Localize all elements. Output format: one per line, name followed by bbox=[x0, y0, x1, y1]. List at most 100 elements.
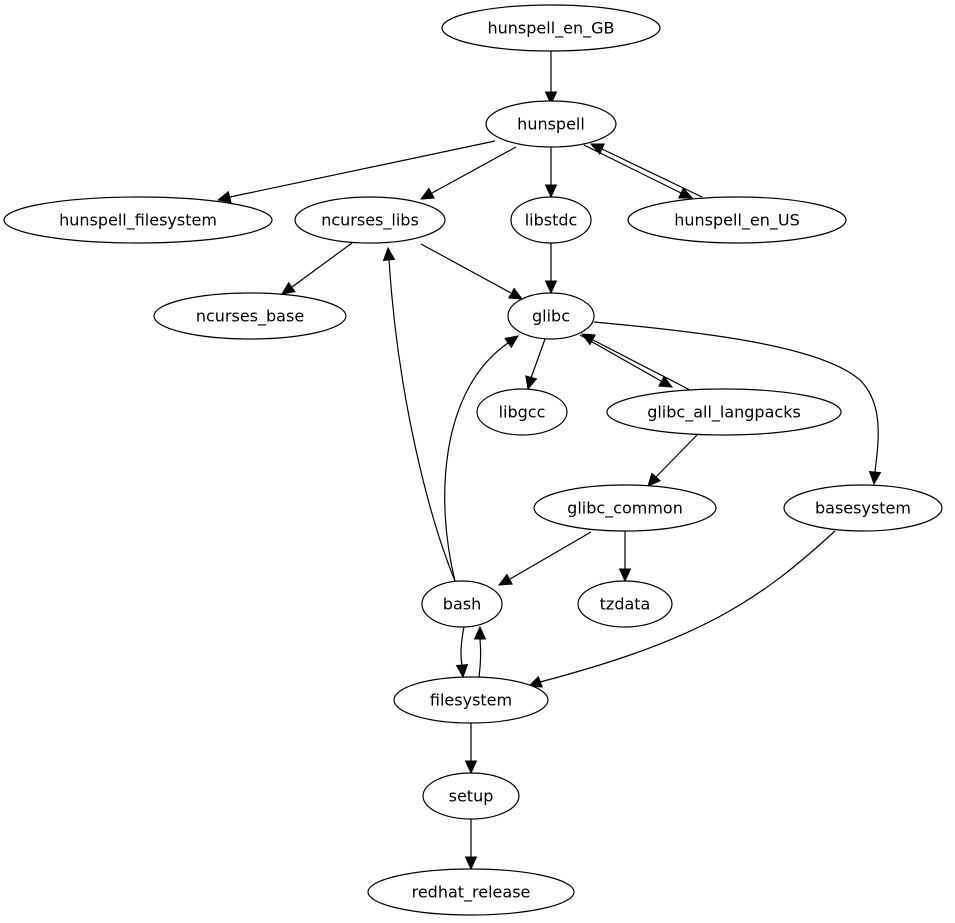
node-ellipse bbox=[627, 196, 847, 244]
arrowhead-icon bbox=[868, 471, 882, 486]
arrowhead-icon bbox=[455, 664, 469, 679]
edge-filesystem-to-setup bbox=[464, 723, 478, 775]
node-ellipse bbox=[783, 484, 943, 532]
edge-line bbox=[509, 531, 592, 580]
node-hunspell-en-GB[interactable]: hunspell_en_GB bbox=[441, 4, 661, 52]
arrowhead-icon bbox=[589, 143, 605, 155]
edge-line bbox=[431, 146, 517, 194]
node-label: basesystem bbox=[815, 499, 911, 518]
node-label: redhat_release bbox=[412, 883, 531, 903]
edge-line bbox=[460, 626, 465, 666]
edge-libstdc-to-glibc bbox=[544, 243, 558, 295]
node-label: glibc bbox=[532, 307, 570, 326]
arrowhead-icon bbox=[216, 190, 232, 204]
edge-line bbox=[291, 242, 353, 288]
node-ellipse bbox=[421, 580, 503, 628]
arrowhead-icon bbox=[544, 184, 558, 199]
node-ellipse bbox=[153, 292, 347, 340]
node-glibc-all-langpacks[interactable]: glibc_all_langpacks bbox=[606, 388, 842, 436]
edge-line bbox=[530, 338, 546, 379]
arrowhead-icon bbox=[658, 375, 674, 388]
edge-glibc-to-basesystem bbox=[593, 321, 882, 486]
node-ncurses-base[interactable]: ncurses_base bbox=[153, 292, 347, 340]
edge-hunspell-to-libstdc bbox=[544, 147, 558, 199]
node-hunspell-en-US[interactable]: hunspell_en_US bbox=[627, 196, 847, 244]
node-ellipse bbox=[393, 676, 549, 724]
node-label: hunspell_en_GB bbox=[487, 19, 614, 39]
edge-line bbox=[388, 259, 456, 582]
node-label: libgcc bbox=[499, 403, 546, 422]
node-hunspell-filesystem[interactable]: hunspell_filesystem bbox=[3, 196, 273, 244]
edge-line bbox=[579, 334, 662, 382]
edge-setup-to-redhat-release bbox=[464, 819, 478, 871]
arrowhead-icon bbox=[508, 287, 524, 300]
edges-layer bbox=[216, 51, 882, 871]
edge-glibc-all-langpacks-to-glibc bbox=[580, 333, 691, 391]
arrowhead-icon bbox=[678, 187, 694, 199]
node-hunspell[interactable]: hunspell bbox=[485, 100, 617, 148]
edge-line bbox=[601, 148, 703, 198]
node-glibc[interactable]: glibc bbox=[507, 292, 595, 340]
arrowhead-icon bbox=[497, 573, 513, 586]
node-label: ncurses_base bbox=[196, 307, 304, 327]
node-bash[interactable]: bash bbox=[421, 580, 503, 628]
node-ellipse bbox=[422, 772, 520, 820]
edge-glibc-common-to-tzdata bbox=[618, 531, 632, 583]
arrowhead-icon bbox=[464, 760, 478, 775]
node-label: hunspell bbox=[517, 115, 585, 134]
node-label: bash bbox=[443, 595, 481, 614]
arrowhead-icon bbox=[504, 335, 519, 349]
arrowhead-icon bbox=[544, 280, 558, 295]
node-ncurses-libs[interactable]: ncurses_libs bbox=[294, 196, 446, 244]
arrowhead-icon bbox=[580, 333, 596, 346]
arrowhead-icon bbox=[281, 281, 296, 295]
node-libgcc[interactable]: libgcc bbox=[476, 388, 568, 436]
node-label: ncurses_libs bbox=[321, 211, 419, 231]
edge-ncurses-libs-to-ncurses-base bbox=[281, 242, 353, 295]
edge-bash-to-filesystem bbox=[455, 626, 469, 679]
edge-glibc-to-libgcc bbox=[525, 338, 546, 391]
node-label: hunspell_en_US bbox=[674, 211, 800, 231]
arrowhead-icon bbox=[419, 187, 435, 200]
edge-hunspell-en-GB-to-hunspell bbox=[544, 51, 558, 106]
arrowhead-icon bbox=[618, 568, 632, 583]
edge-glibc-common-to-bash bbox=[497, 531, 592, 586]
node-basesystem[interactable]: basesystem bbox=[783, 484, 943, 532]
edge-filesystem-to-bash bbox=[473, 625, 487, 678]
nodes-layer: hunspell_en_GB hunspell hunspell_filesyste… bbox=[3, 4, 943, 916]
node-redhat-release[interactable]: redhat_release bbox=[367, 868, 575, 916]
edge-line bbox=[539, 530, 836, 683]
node-ellipse bbox=[533, 484, 717, 532]
node-label: setup bbox=[449, 787, 494, 806]
node-setup[interactable]: setup bbox=[422, 772, 520, 820]
node-label: hunspell_filesystem bbox=[59, 211, 217, 231]
node-ellipse bbox=[507, 292, 595, 340]
node-libstdc[interactable]: libstdc bbox=[510, 196, 592, 244]
node-label: filesystem bbox=[430, 691, 512, 710]
node-tzdata[interactable]: tzdata bbox=[577, 580, 673, 628]
edge-ncurses-libs-to-glibc bbox=[420, 243, 524, 300]
edge-glibc-all-langpacks-to-glibc-common bbox=[647, 434, 698, 487]
edge-line bbox=[655, 434, 698, 478]
node-glibc-common[interactable]: glibc_common bbox=[533, 484, 717, 532]
edge-line bbox=[593, 321, 879, 473]
edge-bash-to-glibc bbox=[444, 335, 519, 582]
node-ellipse bbox=[577, 580, 673, 628]
node-ellipse bbox=[606, 388, 842, 436]
node-ellipse bbox=[441, 4, 661, 52]
edge-hunspell-to-hunspell-filesystem bbox=[216, 140, 496, 204]
node-ellipse bbox=[3, 196, 273, 244]
edge-hunspell-en-US-to-hunspell bbox=[589, 143, 703, 198]
arrowhead-icon bbox=[527, 675, 543, 688]
node-label: glibc_all_langpacks bbox=[647, 403, 801, 423]
node-filesystem[interactable]: filesystem bbox=[393, 676, 549, 724]
edge-line bbox=[444, 342, 509, 582]
arrowhead-icon bbox=[464, 856, 478, 871]
edge-bash-to-ncurses-libs bbox=[382, 246, 456, 582]
node-label: glibc_common bbox=[567, 499, 683, 519]
edge-line bbox=[478, 638, 482, 678]
arrowhead-icon bbox=[544, 91, 558, 106]
node-ellipse bbox=[367, 868, 575, 916]
